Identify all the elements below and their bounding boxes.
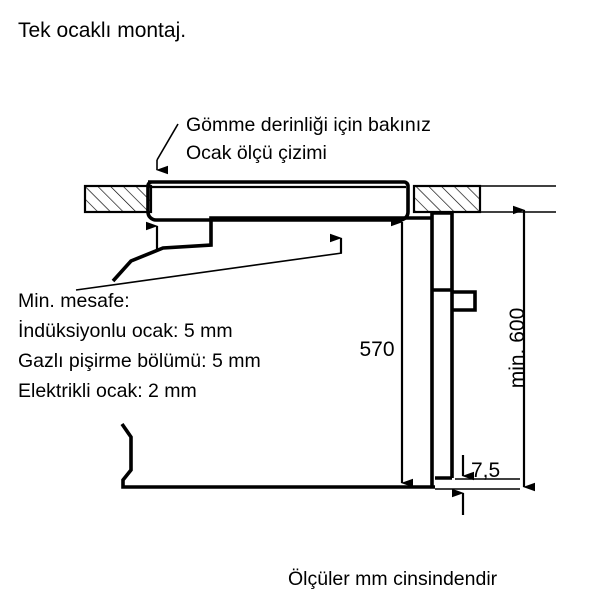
worktop-left-hatch <box>83 184 153 214</box>
clearance-note-line1: Min. mesafe: <box>18 290 130 312</box>
dimension-75-label: 7,5 <box>471 459 500 482</box>
worktop-right-hatch <box>412 184 482 214</box>
cooktop-note-leader-line <box>156 123 179 161</box>
oven-top-profile <box>111 216 432 283</box>
cooktop-note-leader <box>156 123 179 175</box>
oven-door-upper-panel <box>432 211 454 292</box>
footer-note: Ölçüler mm cinsindendir <box>288 568 498 590</box>
clearance-note-line2: İndüksiyonlu ocak: 5 mm <box>18 319 233 342</box>
page-title: Tek ocaklı montaj. <box>18 19 186 42</box>
worktop-right <box>412 184 556 214</box>
cooktop-note-line1: Gömme derinliği için bakınız <box>186 114 431 136</box>
oven-bottom-profile <box>120 422 435 489</box>
cooktop-body <box>146 180 410 222</box>
clearance-note-line4: Elektrikli ocak: 2 mm <box>18 380 197 402</box>
cooktop-note-line2: Ocak ölçü çizimi <box>186 142 327 164</box>
oven-slant-reference-line <box>75 252 343 291</box>
oven-door <box>430 211 477 487</box>
clearance-leaders <box>146 221 343 253</box>
dimension-570-label: 570 <box>359 338 394 361</box>
oven-door-handle <box>452 290 477 312</box>
clearance-note-line3: Gazlı pişirme bölümü: 5 mm <box>18 350 261 372</box>
oven-body <box>75 216 435 489</box>
dimension-bottom-gap <box>435 455 520 515</box>
worktop-left <box>83 184 153 214</box>
dimension-600-label: min. 600 <box>506 308 529 389</box>
cooktop-outline <box>146 180 410 222</box>
